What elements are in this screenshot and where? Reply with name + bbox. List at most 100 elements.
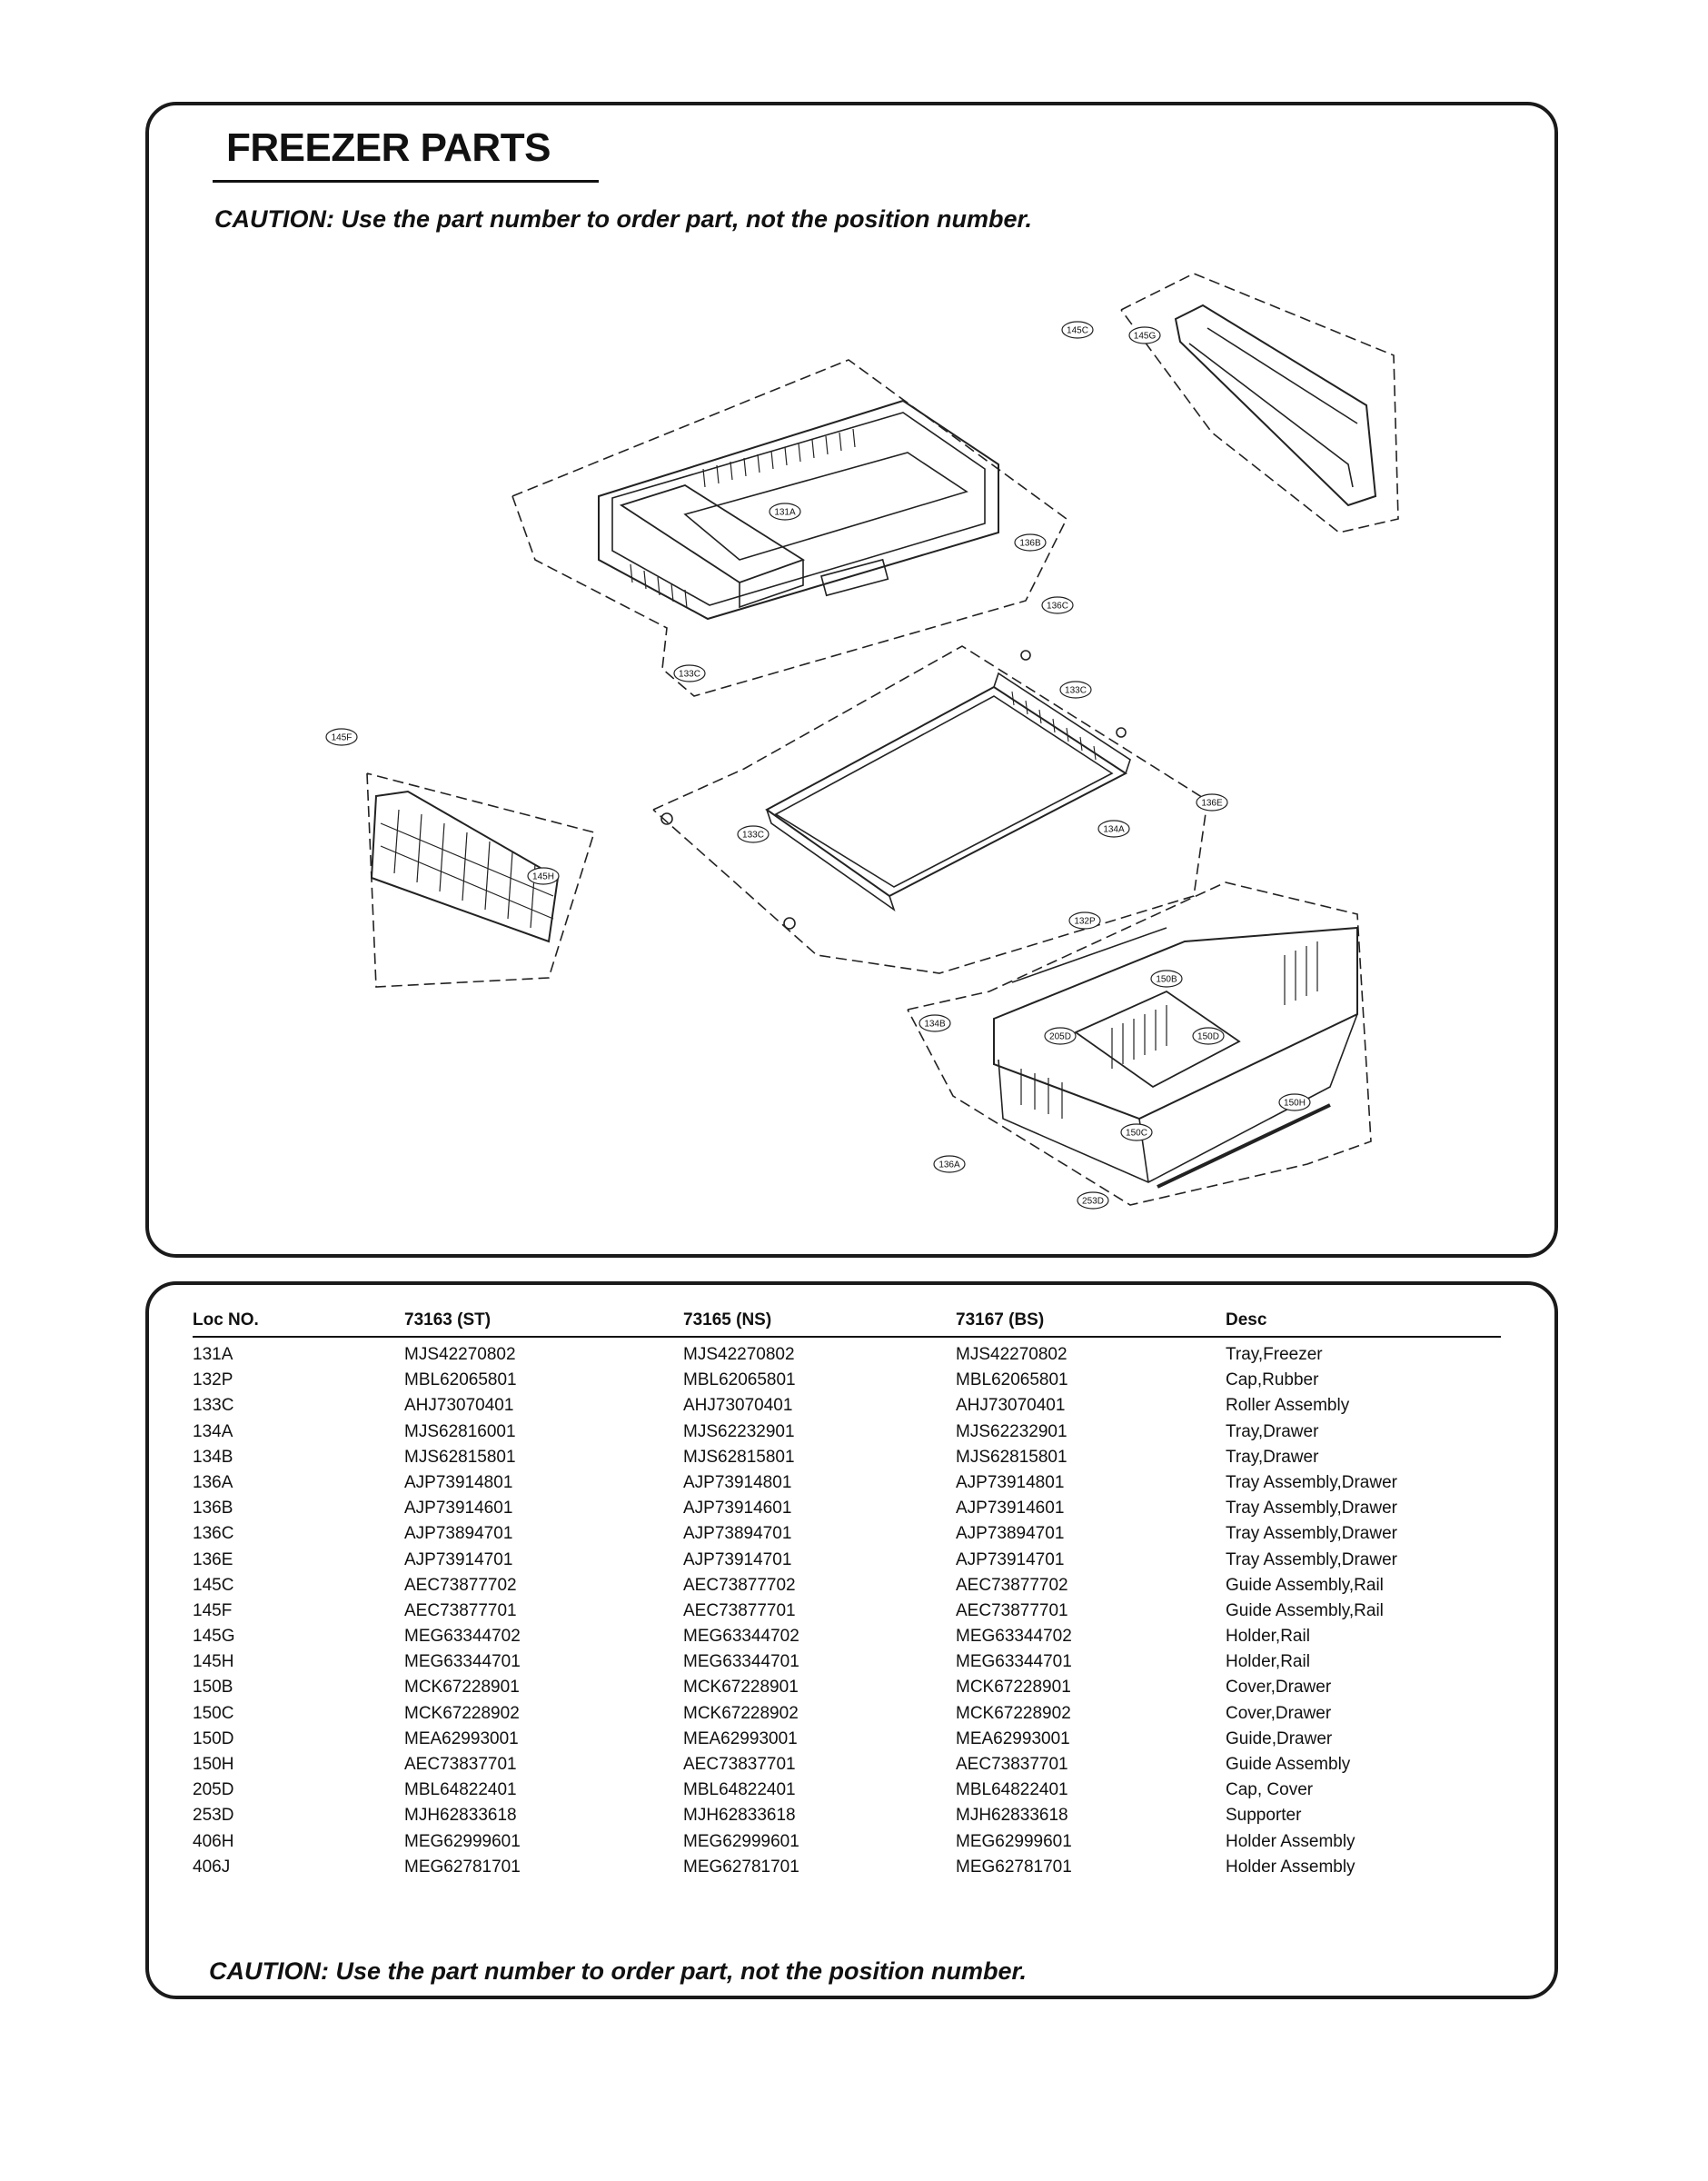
loc-cell: 253D bbox=[193, 1806, 234, 1826]
group-basket-bottom bbox=[907, 881, 1372, 1206]
title-underline bbox=[213, 180, 599, 183]
caution-note-top: CAUTION: Use the part number to order pa… bbox=[214, 205, 1033, 233]
svg-text:133C: 133C bbox=[742, 831, 764, 841]
loc-cell: 136A bbox=[193, 1472, 233, 1492]
caution-note-bottom: CAUTION: Use the part number to order pa… bbox=[209, 1957, 1028, 1985]
table-row: 145F AEC73877701 AEC73877701 AEC73877701 Gui… bbox=[193, 1598, 1501, 1623]
parts-table-header: Loc NO. 73163 (ST) 73165 (NS) 73167 (BS)… bbox=[193, 1301, 1501, 1338]
column-header-ns: 73165 (NS) bbox=[683, 1310, 772, 1330]
desc-cell: Holder,Rail bbox=[1226, 1627, 1310, 1647]
svg-text:145F: 145F bbox=[332, 733, 353, 743]
callout-label: 150H bbox=[1278, 1093, 1311, 1111]
loc-cell: 136E bbox=[193, 1549, 233, 1569]
part-bs-cell: AJP73914601 bbox=[956, 1499, 1065, 1519]
part-st-cell: AJP73914801 bbox=[404, 1472, 513, 1492]
part-st-cell: AEC73877702 bbox=[404, 1575, 517, 1595]
callout-label: 145H bbox=[527, 867, 560, 885]
loc-cell: 150D bbox=[193, 1728, 234, 1748]
part-st-cell: MEG63344702 bbox=[404, 1627, 521, 1647]
callout-label: 145F bbox=[325, 728, 358, 746]
desc-cell: Holder Assembly bbox=[1226, 1831, 1355, 1851]
svg-text:205D: 205D bbox=[1049, 1032, 1071, 1042]
part-ns-cell: MJS62815801 bbox=[683, 1447, 795, 1467]
column-header-st: 73163 (ST) bbox=[404, 1310, 492, 1330]
part-st-cell: MJS42270802 bbox=[404, 1345, 516, 1364]
column-header-loc: Loc NO. bbox=[193, 1310, 259, 1330]
part-bs-cell: AEC73877701 bbox=[956, 1600, 1068, 1620]
callout-label: 136C bbox=[1041, 596, 1074, 614]
svg-text:150D: 150D bbox=[1197, 1032, 1219, 1042]
svg-text:131A: 131A bbox=[774, 508, 796, 518]
part-bs-cell: MEG62999601 bbox=[956, 1831, 1072, 1851]
svg-text:134B: 134B bbox=[924, 1020, 946, 1030]
callout-label: 133C bbox=[737, 825, 770, 843]
callout-label: 253D bbox=[1077, 1191, 1109, 1210]
svg-text:132P: 132P bbox=[1074, 917, 1096, 927]
desc-cell: Guide Assembly,Rail bbox=[1226, 1600, 1384, 1620]
column-header-bs: 73167 (BS) bbox=[956, 1310, 1045, 1330]
loc-cell: 150B bbox=[193, 1678, 233, 1698]
desc-cell: Holder Assembly bbox=[1226, 1857, 1355, 1877]
svg-text:134A: 134A bbox=[1103, 825, 1125, 835]
callout-label: 131A bbox=[769, 503, 801, 521]
callout-label: 145C bbox=[1061, 321, 1094, 339]
loc-cell: 145H bbox=[193, 1652, 234, 1672]
svg-text:133C: 133C bbox=[679, 670, 700, 680]
loc-cell: 134B bbox=[193, 1447, 233, 1467]
part-bs-cell: AJP73894701 bbox=[956, 1524, 1065, 1544]
part-ns-cell: AJP73914701 bbox=[683, 1549, 792, 1569]
loc-cell: 150H bbox=[193, 1755, 234, 1774]
part-ns-cell: MCK67228902 bbox=[683, 1703, 799, 1723]
part-st-cell: MBL64822401 bbox=[404, 1780, 517, 1800]
desc-cell: Tray Assembly,Drawer bbox=[1226, 1499, 1397, 1519]
part-bs-cell: MEA62993001 bbox=[956, 1728, 1070, 1748]
part-ns-cell: AEC73877701 bbox=[683, 1600, 796, 1620]
callout-label: 205D bbox=[1044, 1027, 1077, 1045]
part-bs-cell: AJP73914701 bbox=[956, 1549, 1065, 1569]
loc-cell: 134A bbox=[193, 1421, 233, 1441]
svg-text:136B: 136B bbox=[1019, 539, 1041, 549]
loc-cell: 145C bbox=[193, 1575, 234, 1595]
part-st-cell: MEG62999601 bbox=[404, 1831, 521, 1851]
callout-label: 133C bbox=[673, 664, 706, 682]
callout-label: 133C bbox=[1059, 681, 1092, 699]
svg-text:150C: 150C bbox=[1126, 1129, 1147, 1139]
part-bs-cell: MJH62833618 bbox=[956, 1806, 1068, 1826]
callout-label: 150B bbox=[1150, 970, 1183, 988]
part-ns-cell: AJP73894701 bbox=[683, 1524, 792, 1544]
part-ns-cell: MJS42270802 bbox=[683, 1345, 795, 1364]
loc-cell: 132P bbox=[193, 1370, 233, 1390]
part-st-cell: MCK67228902 bbox=[404, 1703, 520, 1723]
part-bs-cell: MBL62065801 bbox=[956, 1370, 1068, 1390]
loc-cell: 131A bbox=[193, 1345, 233, 1364]
desc-cell: Cap, Cover bbox=[1226, 1780, 1314, 1800]
callout-label: 150D bbox=[1192, 1027, 1225, 1045]
exploded-parts-diagram bbox=[366, 273, 1399, 1206]
part-ns-cell: MEG62999601 bbox=[683, 1831, 799, 1851]
part-st-cell: AJP73894701 bbox=[404, 1524, 513, 1544]
svg-text:133C: 133C bbox=[1065, 686, 1087, 696]
desc-cell: Tray,Drawer bbox=[1226, 1421, 1319, 1441]
desc-cell: Roller Assembly bbox=[1226, 1396, 1350, 1416]
part-bs-cell: AJP73914801 bbox=[956, 1472, 1065, 1492]
table-row: 406H MEG62999601 MEG62999601 MEG62999601 Hol… bbox=[193, 1828, 1501, 1854]
desc-cell: Guide Assembly,Rail bbox=[1226, 1575, 1384, 1595]
loc-cell: 145F bbox=[193, 1600, 233, 1620]
part-bs-cell: MEG63344701 bbox=[956, 1652, 1072, 1672]
parts-table-panel: Loc NO. 73163 (ST) 73165 (NS) 73167 (BS)… bbox=[145, 1281, 1558, 1999]
part-bs-cell: MJS62232901 bbox=[956, 1421, 1068, 1441]
part-st-cell: MJS62816001 bbox=[404, 1421, 516, 1441]
part-ns-cell: MEA62993001 bbox=[683, 1728, 798, 1748]
loc-cell: 406H bbox=[193, 1831, 234, 1851]
part-st-cell: AEC73877701 bbox=[404, 1600, 517, 1620]
group-freezer-tray bbox=[511, 359, 1068, 697]
part-ns-cell: AHJ73070401 bbox=[683, 1396, 793, 1416]
page-title: FREEZER PARTS bbox=[226, 125, 551, 170]
desc-cell: Tray,Freezer bbox=[1226, 1345, 1323, 1364]
